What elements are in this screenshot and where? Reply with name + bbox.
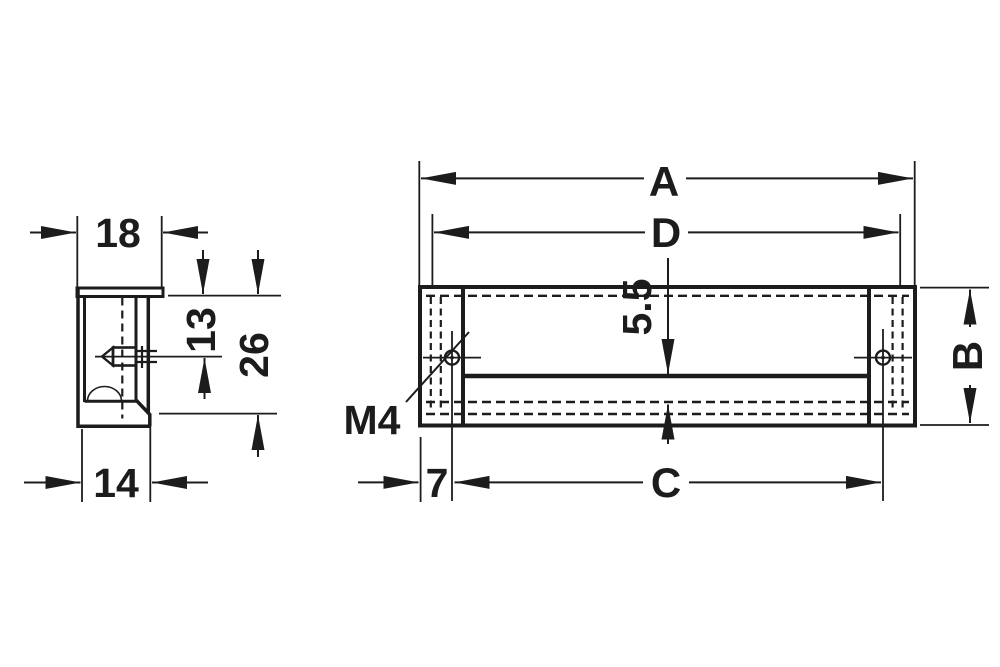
label-thread: M4	[344, 397, 401, 443]
screw-body	[111, 346, 138, 367]
dim-hole-to-top-and-height	[159, 250, 281, 457]
m4-leader-line	[405, 331, 470, 403]
dim-lip-depth	[30, 216, 208, 288]
label-lip-depth: 18	[95, 210, 141, 256]
label-hole-to-top: 13	[178, 307, 224, 353]
dimension-labels: 18 13 26 14 A D B 5.5 M4 7 C	[93, 158, 991, 506]
label-overall-length: A	[649, 158, 679, 205]
label-hole-spacing: C	[651, 459, 681, 506]
label-rail-inset: 5.5	[614, 279, 660, 336]
dim-bottom-depth	[24, 423, 208, 502]
label-overall-height: 26	[231, 332, 277, 378]
front-view	[358, 161, 989, 502]
label-recess-length: D	[651, 209, 681, 256]
label-hole-edge-offset: 7	[426, 460, 449, 506]
handle-profile-section	[75, 286, 165, 429]
set-screw	[95, 297, 222, 419]
label-bottom-depth: 14	[93, 460, 139, 506]
dim-recess-length	[431, 214, 902, 285]
dim-height	[920, 286, 989, 426]
side-view	[24, 216, 281, 502]
right-screw-hole	[854, 329, 912, 501]
dim-overall-length	[418, 161, 916, 285]
bend-radius-arc	[86, 385, 123, 402]
dim-hole-offset-and-spacing	[358, 437, 881, 502]
left-screw-hole	[405, 331, 481, 501]
label-height: B	[944, 341, 991, 371]
